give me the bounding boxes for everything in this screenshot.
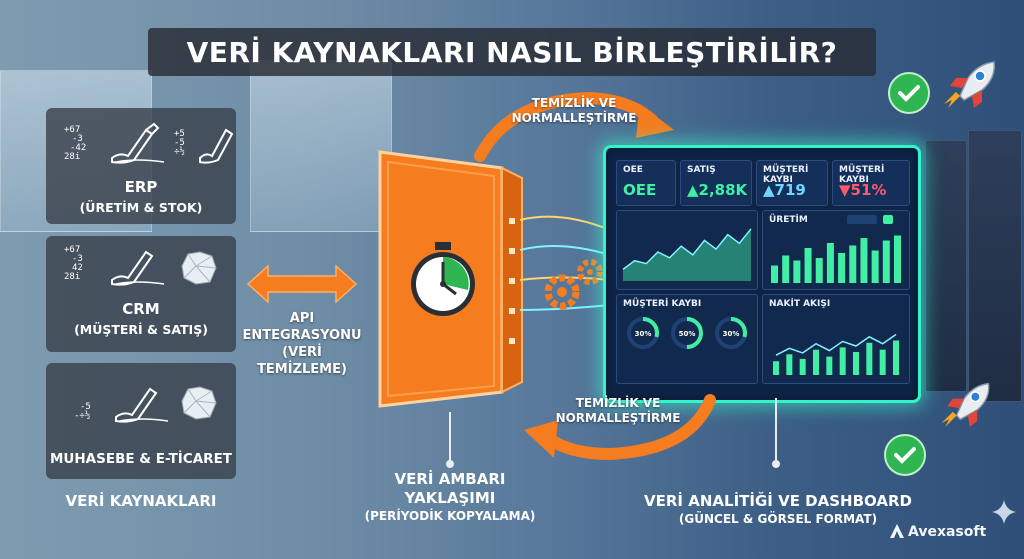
cash-flow-bar: [786, 354, 793, 375]
connector-line: [449, 412, 451, 464]
kpi-value: ▲719: [763, 181, 806, 199]
stopwatch-icon: [411, 242, 475, 316]
source-label: CRM: [122, 300, 160, 318]
sources-caption: VERİ KAYNAKLARI: [65, 492, 217, 510]
brand-name: Avexasoft: [908, 524, 987, 540]
warehouse-caption: VERİ AMBARI YAKLAŞIMI (PERİYODİK KOPYALA…: [364, 470, 536, 523]
production-bar: [782, 255, 790, 283]
pencil-hand-icon: [199, 128, 234, 164]
gauge-ring: [627, 317, 659, 349]
production-bar: [860, 238, 868, 283]
kpi-value: ▼51%: [839, 181, 887, 199]
cash-flow-bar: [813, 349, 819, 375]
pencil-hand-icon: [115, 387, 169, 423]
check-icon: [884, 434, 926, 476]
kpi-card: SATIŞ ▲2,88K: [680, 160, 752, 206]
production-bar: [838, 253, 846, 283]
source-sublabel: (MÜŞTERİ & SATIŞ): [74, 322, 208, 337]
cash-flow-bar: [799, 358, 806, 375]
production-bar: [804, 248, 812, 283]
curved-arrow-bottom-icon: [524, 394, 716, 461]
gauge-ring: [715, 317, 747, 349]
gauge-value: 30%: [634, 330, 652, 338]
pencil-hand-icon: [111, 122, 165, 164]
connector-dot: [446, 460, 454, 468]
area-chart: [622, 228, 752, 281]
server-rack: [968, 130, 1022, 402]
cash-flow-line: [775, 333, 897, 356]
kpi-value: OEE: [623, 181, 657, 199]
double-arrow-icon: [246, 264, 358, 304]
area-line: [622, 228, 752, 271]
connector-line: [775, 398, 777, 464]
kpi-card: MÜŞTERİ KAYBI ▼51%: [832, 160, 910, 206]
crumpled-paper-icon: [181, 251, 217, 285]
math-notes: -5-÷½: [74, 402, 91, 421]
gauge-value: 50%: [678, 330, 696, 338]
background-window-mid: [250, 60, 392, 232]
production-panel: ÜRETİM: [762, 210, 910, 290]
production-bar: [815, 258, 823, 283]
source-card-accounting: -5-÷½ MUHASEBE & E-TİCARET: [46, 363, 236, 479]
kpi-value: ▲2,88K: [687, 181, 748, 199]
curved-arrow-top-icon: [474, 91, 674, 162]
server-rack: [925, 140, 967, 392]
production-bar: [826, 243, 834, 283]
cash-flow-bar: [826, 356, 833, 375]
gauge-ring: [671, 317, 703, 349]
production-bar: [882, 240, 890, 283]
gears-icon: [544, 259, 603, 310]
analytics-dashboard: OEE OEE SATIŞ ▲2,88K MÜŞTERİ KAYBI ▲719 …: [603, 145, 921, 403]
production-bar-chart: [771, 235, 901, 283]
check-icon: [888, 72, 930, 114]
cash-flow-bar: [839, 347, 846, 375]
cash-flow-bar: [853, 352, 859, 375]
production-bar: [871, 250, 879, 283]
kpi-card: OEE OEE: [616, 160, 676, 206]
cash-flow-chart: [773, 333, 899, 375]
production-bar: [793, 260, 801, 283]
production-bar: [894, 235, 901, 283]
churn-panel: MÜŞTERİ KAYBI 30% 50% 30%: [616, 294, 758, 384]
analytics-caption: VERİ ANALİTİĞİ VE DASHBOARD (GÜNCEL & GÖ…: [644, 492, 912, 526]
source-label: ERP: [124, 178, 158, 196]
area-chart-panel: [616, 210, 758, 290]
cash-flow-panel: NAKİT AKIŞI: [762, 294, 910, 384]
rocket-icon: [941, 382, 990, 427]
page-title: VERİ KAYNAKLARI NASIL BİRLEŞTİRİLİR?: [148, 28, 876, 76]
rocket-icon: [944, 61, 995, 108]
brand-logo-icon: [890, 524, 904, 538]
gauge-value: 30%: [722, 330, 740, 338]
production-bar: [771, 265, 778, 283]
source-sublabel: (ÜRETİM & STOK): [79, 200, 203, 215]
crumpled-paper-icon: [181, 386, 217, 420]
toggle-indicator: [883, 215, 893, 224]
sparkle-icon: [992, 500, 1016, 524]
cash-flow-bar: [866, 342, 873, 375]
area-fill: [623, 228, 751, 281]
pencil-hand-icon: [111, 250, 165, 286]
connector-dot: [772, 460, 780, 468]
cash-flow-bar: [773, 361, 779, 375]
toggle-switch: [847, 215, 877, 224]
math-notes: +5-5÷½: [174, 129, 185, 157]
cash-flow-bar: [893, 340, 899, 375]
kpi-card: MÜŞTERİ KAYBI ▲719: [756, 160, 828, 206]
source-label: MUHASEBE & E-TİCARET: [49, 451, 233, 467]
production-bar: [849, 245, 857, 283]
cash-flow-bar: [879, 349, 886, 375]
